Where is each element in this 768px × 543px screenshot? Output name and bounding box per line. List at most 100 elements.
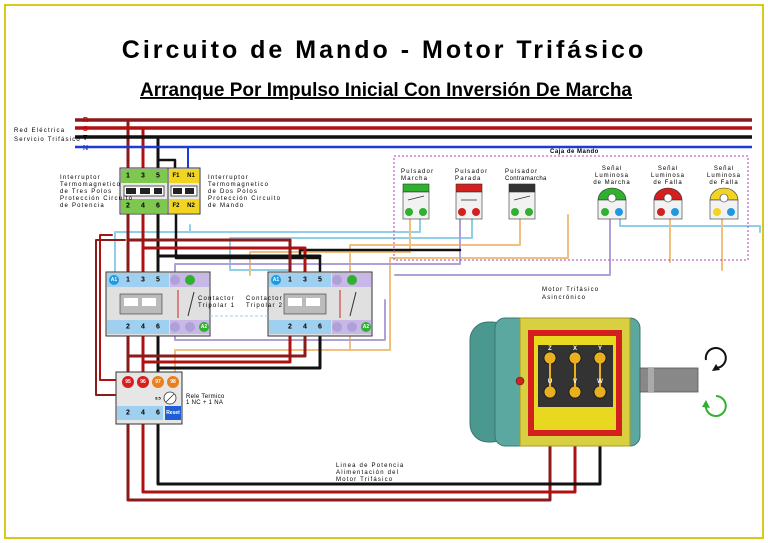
breaker-two-pole-label: Interruptor Termomagnetico de Dos Polos … xyxy=(208,175,281,209)
lamp-marcha: Señal Luminosa de Marcha xyxy=(593,166,630,220)
breaker2-bottom-n2: N2 xyxy=(187,203,195,209)
svg-text:de Falla: de Falla xyxy=(653,180,682,186)
svg-text:Contramarcha: Contramarcha xyxy=(505,176,547,182)
diagram-subtitle: Arranque Por Impulso Inicial Con Inversi… xyxy=(140,80,632,101)
svg-text:97: 97 xyxy=(155,379,161,385)
control-box: Caja de Mando Pulsador Marcha Pulsador P… xyxy=(393,149,749,261)
contactor-1-label-2: Tripolar 1 xyxy=(198,303,235,309)
svg-text:Z: Z xyxy=(548,346,552,352)
svg-text:6: 6 xyxy=(318,324,322,331)
svg-text:de Potencia: de Potencia xyxy=(60,203,105,209)
contactor-2-label-2: Tripolar 2 xyxy=(246,303,283,309)
svg-text:6: 6 xyxy=(156,410,160,417)
svg-text:de Marcha: de Marcha xyxy=(593,180,630,186)
svg-text:Parada: Parada xyxy=(455,176,482,182)
motor-label-1: Motor Trifásico xyxy=(542,287,599,293)
breaker2-bottom-f2: F2 xyxy=(172,203,180,209)
svg-text:4: 4 xyxy=(141,324,145,331)
phase-t-label: T xyxy=(83,135,88,142)
breaker3-top-3: 3 xyxy=(141,173,145,180)
svg-text:1: 1 xyxy=(288,277,292,284)
svg-text:95: 95 xyxy=(125,379,131,385)
svg-text:Marcha: Marcha xyxy=(401,176,428,182)
svg-text:2: 2 xyxy=(126,410,130,417)
svg-text:Protección Circuito: Protección Circuito xyxy=(60,196,133,202)
svg-text:1: 1 xyxy=(126,277,130,284)
svg-text:Interruptor: Interruptor xyxy=(60,175,101,181)
pushbutton-marcha[interactable]: Pulsador Marcha xyxy=(401,169,434,220)
breaker2-top-f1: F1 xyxy=(172,173,180,179)
svg-text:de Dos Polos: de Dos Polos xyxy=(208,189,258,195)
breaker3-top-5: 5 xyxy=(156,173,160,180)
contactor-2: A1 1 3 5 2 4 6 A2 xyxy=(267,271,373,337)
svg-text:2: 2 xyxy=(126,324,130,331)
breaker-two-pole: F1 N1 F2 N2 xyxy=(167,167,201,215)
breaker3-bottom-2: 2 xyxy=(126,203,130,210)
svg-text:W: W xyxy=(597,379,603,385)
svg-text:Protección Circuito: Protección Circuito xyxy=(208,196,281,202)
svg-text:Pulsador: Pulsador xyxy=(401,169,434,175)
svg-text:3: 3 xyxy=(303,277,307,284)
svg-text:Luminosa: Luminosa xyxy=(595,173,629,179)
pushbutton-parada[interactable]: Pulsador Parada xyxy=(455,169,488,220)
svg-text:Motor Trifásico: Motor Trifásico xyxy=(336,477,393,483)
contactor-2-label-1: Contactor xyxy=(246,296,283,302)
svg-text:Luminosa: Luminosa xyxy=(651,173,685,179)
svg-text:6: 6 xyxy=(156,324,160,331)
control-box-title: Caja de Mando xyxy=(550,149,599,155)
svg-text:A2: A2 xyxy=(201,324,208,330)
network-label-line1: Red Eléctrica xyxy=(14,128,65,134)
phase-r-label: R xyxy=(83,117,88,124)
page-frame xyxy=(4,4,764,539)
svg-text:5: 5 xyxy=(318,277,322,284)
network-label-line2: Servicio Trifásico xyxy=(14,137,81,143)
svg-text:Luminosa: Luminosa xyxy=(707,173,741,179)
svg-text:3: 3 xyxy=(141,277,145,284)
svg-text:U: U xyxy=(548,379,552,385)
reset-label: Reset xyxy=(166,410,180,416)
svg-text:4: 4 xyxy=(303,324,307,331)
breaker-three-pole-label: Interruptor Termomagnetico de Tres Polos… xyxy=(60,175,133,209)
neutral-label: N xyxy=(83,145,88,152)
contactor-1-label-1: Contactor xyxy=(198,296,235,302)
svg-text:98: 98 xyxy=(170,379,176,385)
svg-text:Linea de Potencia: Linea de Potencia xyxy=(336,463,404,469)
relay-label-2: 1 NC + 1 NA xyxy=(186,400,223,406)
svg-text:Termomagnetico: Termomagnetico xyxy=(208,182,269,188)
motor-label-2: Asincrónico xyxy=(542,295,586,301)
svg-text:Señal: Señal xyxy=(602,166,622,172)
svg-text:Alimentación del: Alimentación del xyxy=(336,470,399,476)
svg-text:A2: A2 xyxy=(363,324,370,330)
svg-text:Y: Y xyxy=(598,346,602,352)
breaker3-bottom-4: 4 xyxy=(141,203,145,210)
contactor-1: A1 1 3 5 2 4 6 A2 xyxy=(105,271,211,337)
svg-text:Señal: Señal xyxy=(714,166,734,172)
relay-dial-value: 8.5 xyxy=(155,396,161,401)
svg-text:4: 4 xyxy=(141,410,145,417)
power-line-label: Linea de Potencia Alimentación del Motor… xyxy=(336,463,404,483)
svg-text:Termomagnetico: Termomagnetico xyxy=(60,182,121,188)
svg-text:5: 5 xyxy=(156,277,160,284)
svg-text:de Falla: de Falla xyxy=(709,180,738,186)
diagram-title: Circuito de Mando - Motor Trifásico xyxy=(122,36,646,64)
lamp-falla-red: Señal Luminosa de Falla xyxy=(651,166,685,220)
breaker3-bottom-6: 6 xyxy=(156,203,160,210)
svg-text:de Tres Polos: de Tres Polos xyxy=(60,189,112,195)
pushbutton-contramarcha[interactable]: Pulsador Contramarcha xyxy=(505,169,547,220)
phase-s-label: S xyxy=(83,126,88,133)
rotation-arrows-icon xyxy=(702,347,727,417)
svg-text:2: 2 xyxy=(288,324,292,331)
mains-bus: R S T N Red Eléctrica Servicio Trifásico xyxy=(14,117,752,152)
svg-text:A1: A1 xyxy=(111,277,118,283)
relay-label-1: Rele Termico xyxy=(186,394,225,400)
svg-text:Pulsador: Pulsador xyxy=(455,169,488,175)
svg-text:A1: A1 xyxy=(273,277,280,283)
svg-text:X: X xyxy=(573,346,577,352)
breaker-three-pole: 1 3 5 2 4 6 xyxy=(119,167,169,215)
svg-text:Pulsador: Pulsador xyxy=(505,169,538,175)
reset-button[interactable] xyxy=(165,406,181,420)
thermal-relay: 95 96 97 98 8.5 2 4 6 Reset xyxy=(115,371,183,425)
breaker2-top-n1: N1 xyxy=(187,173,195,179)
breaker3-top-1: 1 xyxy=(126,173,130,180)
